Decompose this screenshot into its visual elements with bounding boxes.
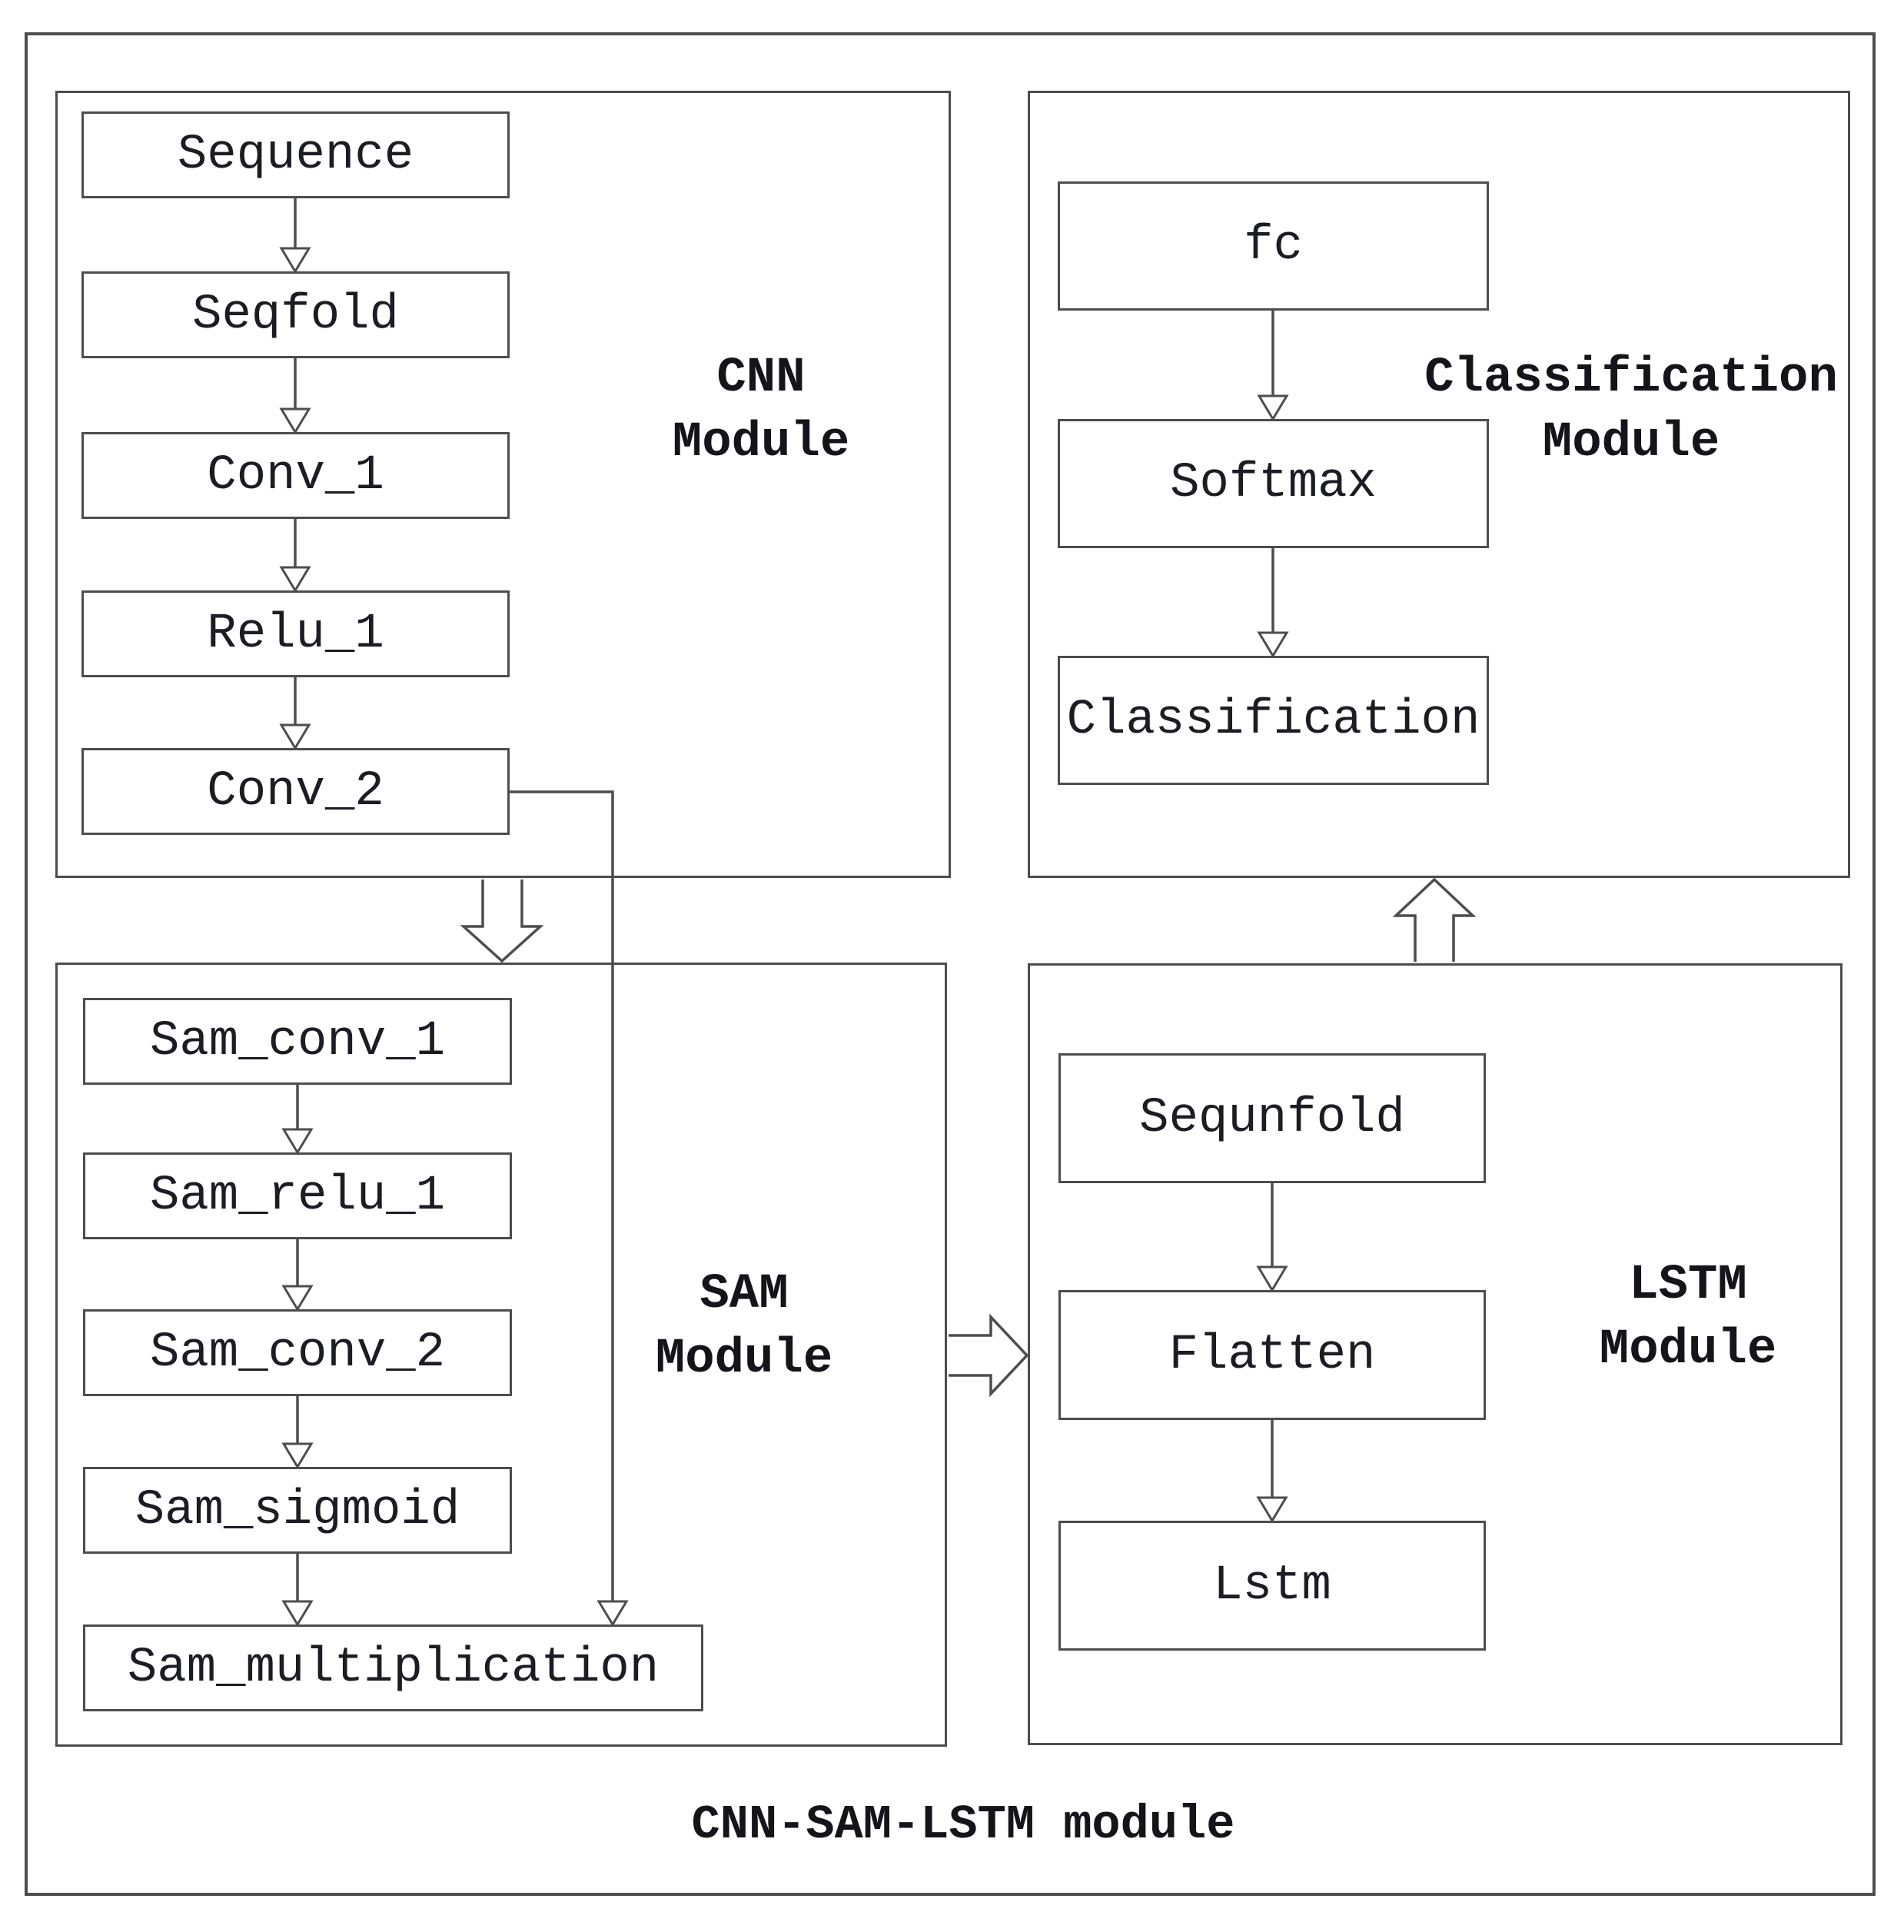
arrowhead-samsigmoid-sammultiplication <box>281 1600 314 1627</box>
arrowhead-relu1-conv2 <box>279 723 311 750</box>
block-arrow-lstm-to-classification <box>1392 877 1477 962</box>
layer-box-relu-1: Relu_1 <box>81 590 510 677</box>
sam-module-label-line2: Module <box>655 1332 833 1387</box>
arrowhead-conv2-to-sammultiplication <box>596 1600 629 1627</box>
layer-box-fc: fc <box>1058 181 1489 311</box>
lstm-module-label-line1: LSTM <box>1629 1258 1747 1313</box>
layer-box-sequnfold: Sequnfold <box>1058 1053 1486 1183</box>
layer-box-sam-multiplication: Sam_multiplication <box>83 1624 703 1711</box>
layer-box-flatten: Flatten <box>1058 1290 1486 1420</box>
arrowhead-conv1-relu1 <box>279 566 311 593</box>
classification-module-frame <box>1028 91 1850 878</box>
layer-box-lstm: Lstm <box>1058 1521 1486 1651</box>
arrowhead-softmax-classification <box>1257 631 1289 658</box>
layer-box-seqfold: Seqfold <box>81 271 510 358</box>
diagram-title: CNN-SAM-LSTM module <box>691 1797 1235 1852</box>
layer-box-sequence: Sequence <box>81 111 510 198</box>
layer-box-softmax: Softmax <box>1058 419 1489 548</box>
layer-box-conv-1: Conv_1 <box>81 432 510 519</box>
cnn-module-label: CNN Module <box>673 346 849 475</box>
arrowhead-sequnfold-flatten <box>1256 1265 1288 1292</box>
sam-module-label-line1: SAM <box>699 1267 789 1322</box>
lstm-module-label-line2: Module <box>1599 1322 1777 1378</box>
connector-conv2-to-sammultiplication <box>510 790 614 1601</box>
arrowhead-flatten-lstm <box>1256 1496 1288 1523</box>
layer-box-sam-relu-1: Sam_relu_1 <box>83 1152 512 1239</box>
cnn-module-label-line2: Module <box>672 415 850 471</box>
layer-box-sam-sigmoid: Sam_sigmoid <box>83 1467 512 1554</box>
arrowhead-fc-softmax <box>1257 394 1289 421</box>
sam-module-label: SAM Module <box>656 1262 832 1392</box>
classification-module-label: Classification Module <box>1424 346 1838 475</box>
layer-box-classification: Classification <box>1058 656 1489 785</box>
lstm-module-label: LSTM Module <box>1600 1253 1776 1382</box>
layer-box-sam-conv-2: Sam_conv_2 <box>83 1309 512 1396</box>
cnn-module-label-line1: CNN <box>716 351 806 406</box>
block-arrow-cnn-to-sam <box>460 880 544 963</box>
sam-module-frame <box>55 963 947 1747</box>
layer-box-sam-conv-1: Sam_conv_1 <box>83 998 512 1085</box>
classification-module-label-line1: Classification <box>1424 351 1838 406</box>
arrowhead-samrelu1-samconv2 <box>281 1285 314 1312</box>
classification-module-label-line2: Module <box>1542 415 1720 471</box>
arrowhead-sequence-seqfold <box>279 247 311 274</box>
layer-box-conv-2: Conv_2 <box>81 748 510 835</box>
outer-frame <box>25 32 1876 1896</box>
lstm-module-frame <box>1028 963 1843 1745</box>
block-arrow-sam-to-lstm <box>949 1313 1029 1398</box>
arrowhead-seqfold-conv1 <box>279 407 311 434</box>
arrowhead-samconv1-samrelu1 <box>281 1128 314 1155</box>
arrowhead-samconv2-samsigmoid <box>281 1442 314 1469</box>
cnn-module-frame <box>55 91 951 878</box>
